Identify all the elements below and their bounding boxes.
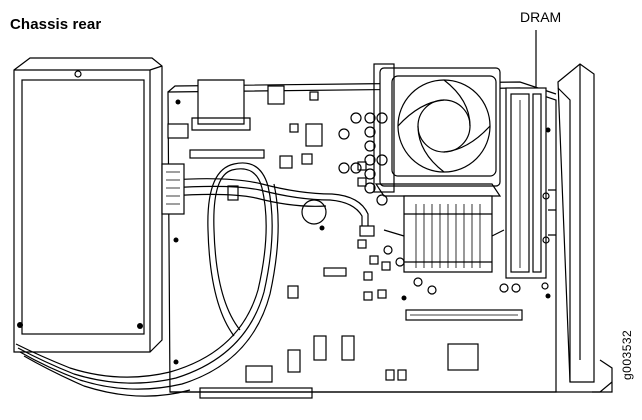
heatsink xyxy=(383,195,505,273)
board-components xyxy=(167,79,551,399)
dram-callout-label: DRAM xyxy=(520,9,562,25)
dram-module xyxy=(505,30,556,290)
wiring-harness xyxy=(15,162,375,397)
chassis-side-wall xyxy=(557,63,613,393)
chassis-rear-label: Chassis rear xyxy=(10,16,102,33)
power-supply xyxy=(13,57,163,353)
cpu-fan-assembly xyxy=(373,63,502,197)
